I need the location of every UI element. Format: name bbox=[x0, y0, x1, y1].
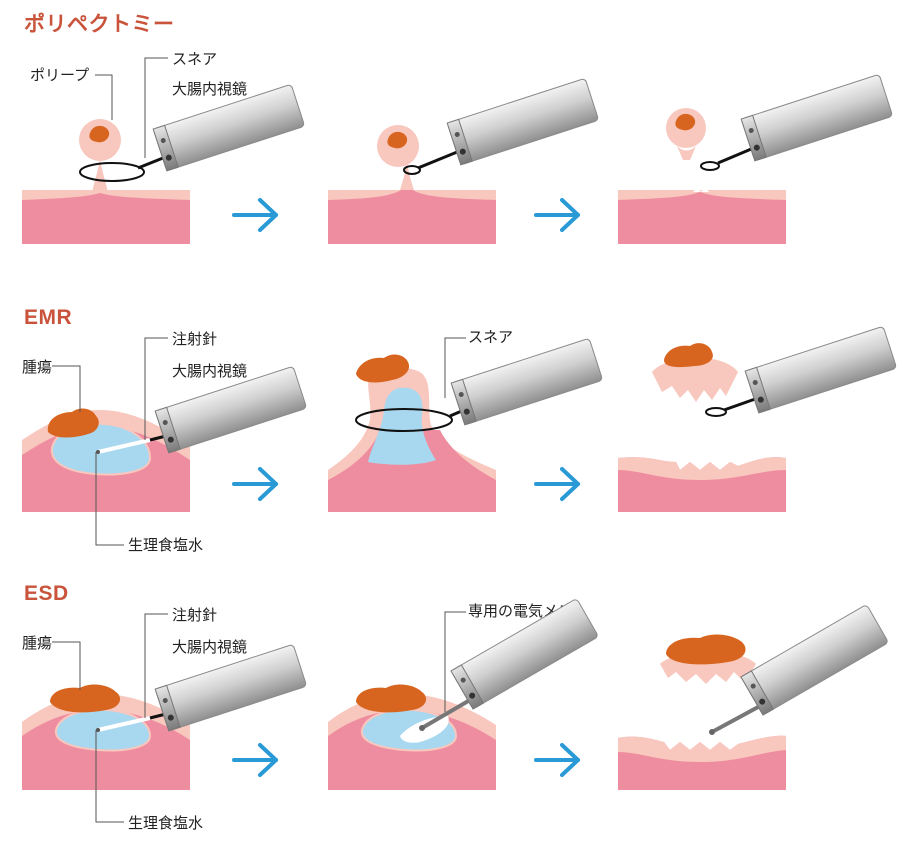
arrow-icon bbox=[534, 743, 580, 777]
esd-panel-1 bbox=[22, 613, 308, 823]
emr-panel-1 bbox=[22, 337, 308, 546]
label-snare-emr: スネア bbox=[468, 328, 514, 346]
label-endoscope-emr: 大腸内視鏡 bbox=[172, 362, 248, 380]
label-saline-esd: 生理食塩水 bbox=[128, 814, 204, 832]
label-polyp: ポリープ bbox=[30, 66, 90, 84]
label-needle-esd: 注射針 bbox=[172, 606, 218, 624]
label-saline-emr: 生理食塩水 bbox=[128, 536, 204, 554]
label-endoscope-1: 大腸内視鏡 bbox=[172, 80, 248, 98]
arrow-icon bbox=[534, 198, 580, 232]
polypectomy-panel-2 bbox=[328, 77, 600, 244]
arrow-icon bbox=[232, 743, 278, 777]
section-title-esd: ESD bbox=[24, 582, 69, 605]
label-endoscope-esd: 大腸内視鏡 bbox=[172, 638, 248, 656]
esd-panel-3 bbox=[618, 603, 890, 790]
section-title-emr: EMR bbox=[24, 306, 73, 329]
label-snare-1: スネア bbox=[172, 50, 218, 68]
polypectomy-panel-3 bbox=[618, 73, 894, 244]
label-tumor-esd: 腫瘍 bbox=[22, 634, 53, 652]
arrow-icon bbox=[232, 198, 278, 232]
label-needle-emr: 注射針 bbox=[172, 330, 218, 348]
polypectomy-panel-1 bbox=[22, 57, 306, 244]
label-tumor-emr: 腫瘍 bbox=[22, 358, 53, 376]
emr-panel-2 bbox=[328, 337, 604, 512]
section-title-polypectomy: ポリペクトミー bbox=[24, 13, 175, 36]
emr-panel-3 bbox=[618, 325, 898, 512]
arrow-icon bbox=[232, 467, 278, 501]
arrow-icon bbox=[534, 467, 580, 501]
esd-panel-2 bbox=[328, 597, 600, 790]
